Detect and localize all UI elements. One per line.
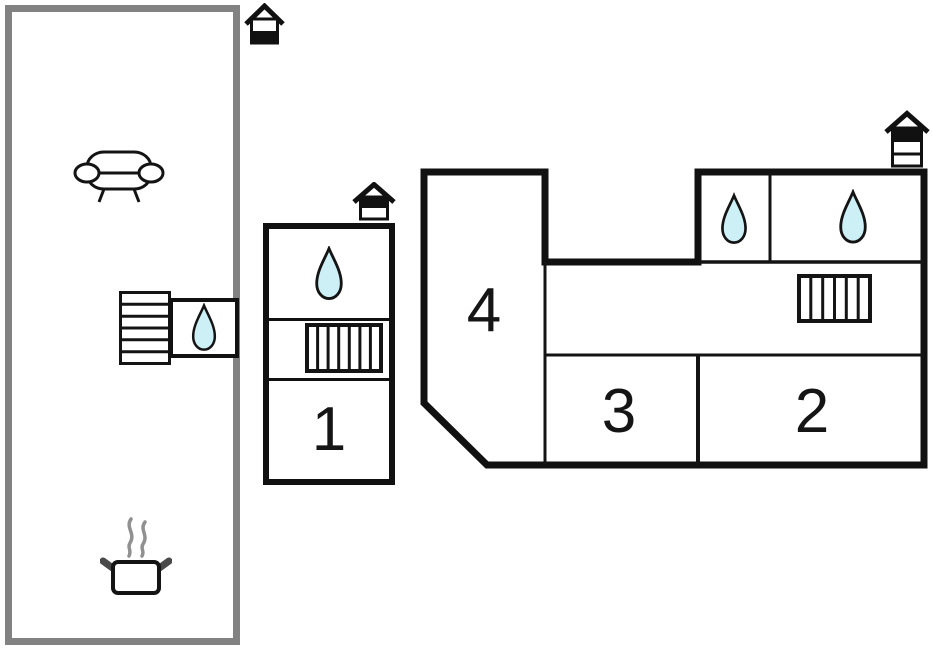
annex-wet-room [169,298,239,358]
building-room-1 [263,223,395,485]
water-drop-icon [191,303,217,351]
room-4-label: 4 [466,276,502,345]
exterior-wall [420,168,928,469]
sofa-icon [73,150,165,203]
steam-icon [140,520,147,558]
interior-wall [269,378,389,381]
radiator-icon [797,274,872,323]
water-drop-icon [721,192,747,244]
building-1-radiator-section [269,321,389,378]
cooking-pot-icon [100,517,172,595]
steam-icon [127,517,134,558]
room-1-label: 1 [311,395,347,464]
building-1-wet-section [269,229,389,318]
water-drop-icon [839,189,867,244]
interior-wall [269,318,389,321]
water-drop-icon [315,245,343,300]
stairs-icon [119,291,171,365]
main-building-outline [420,168,928,469]
radiator-icon [305,323,383,373]
room-3-label: 3 [601,377,637,446]
house-marker-icon [884,110,930,168]
room-2-label: 2 [794,377,830,446]
house-marker-icon [244,3,285,45]
house-marker-icon [352,182,396,221]
